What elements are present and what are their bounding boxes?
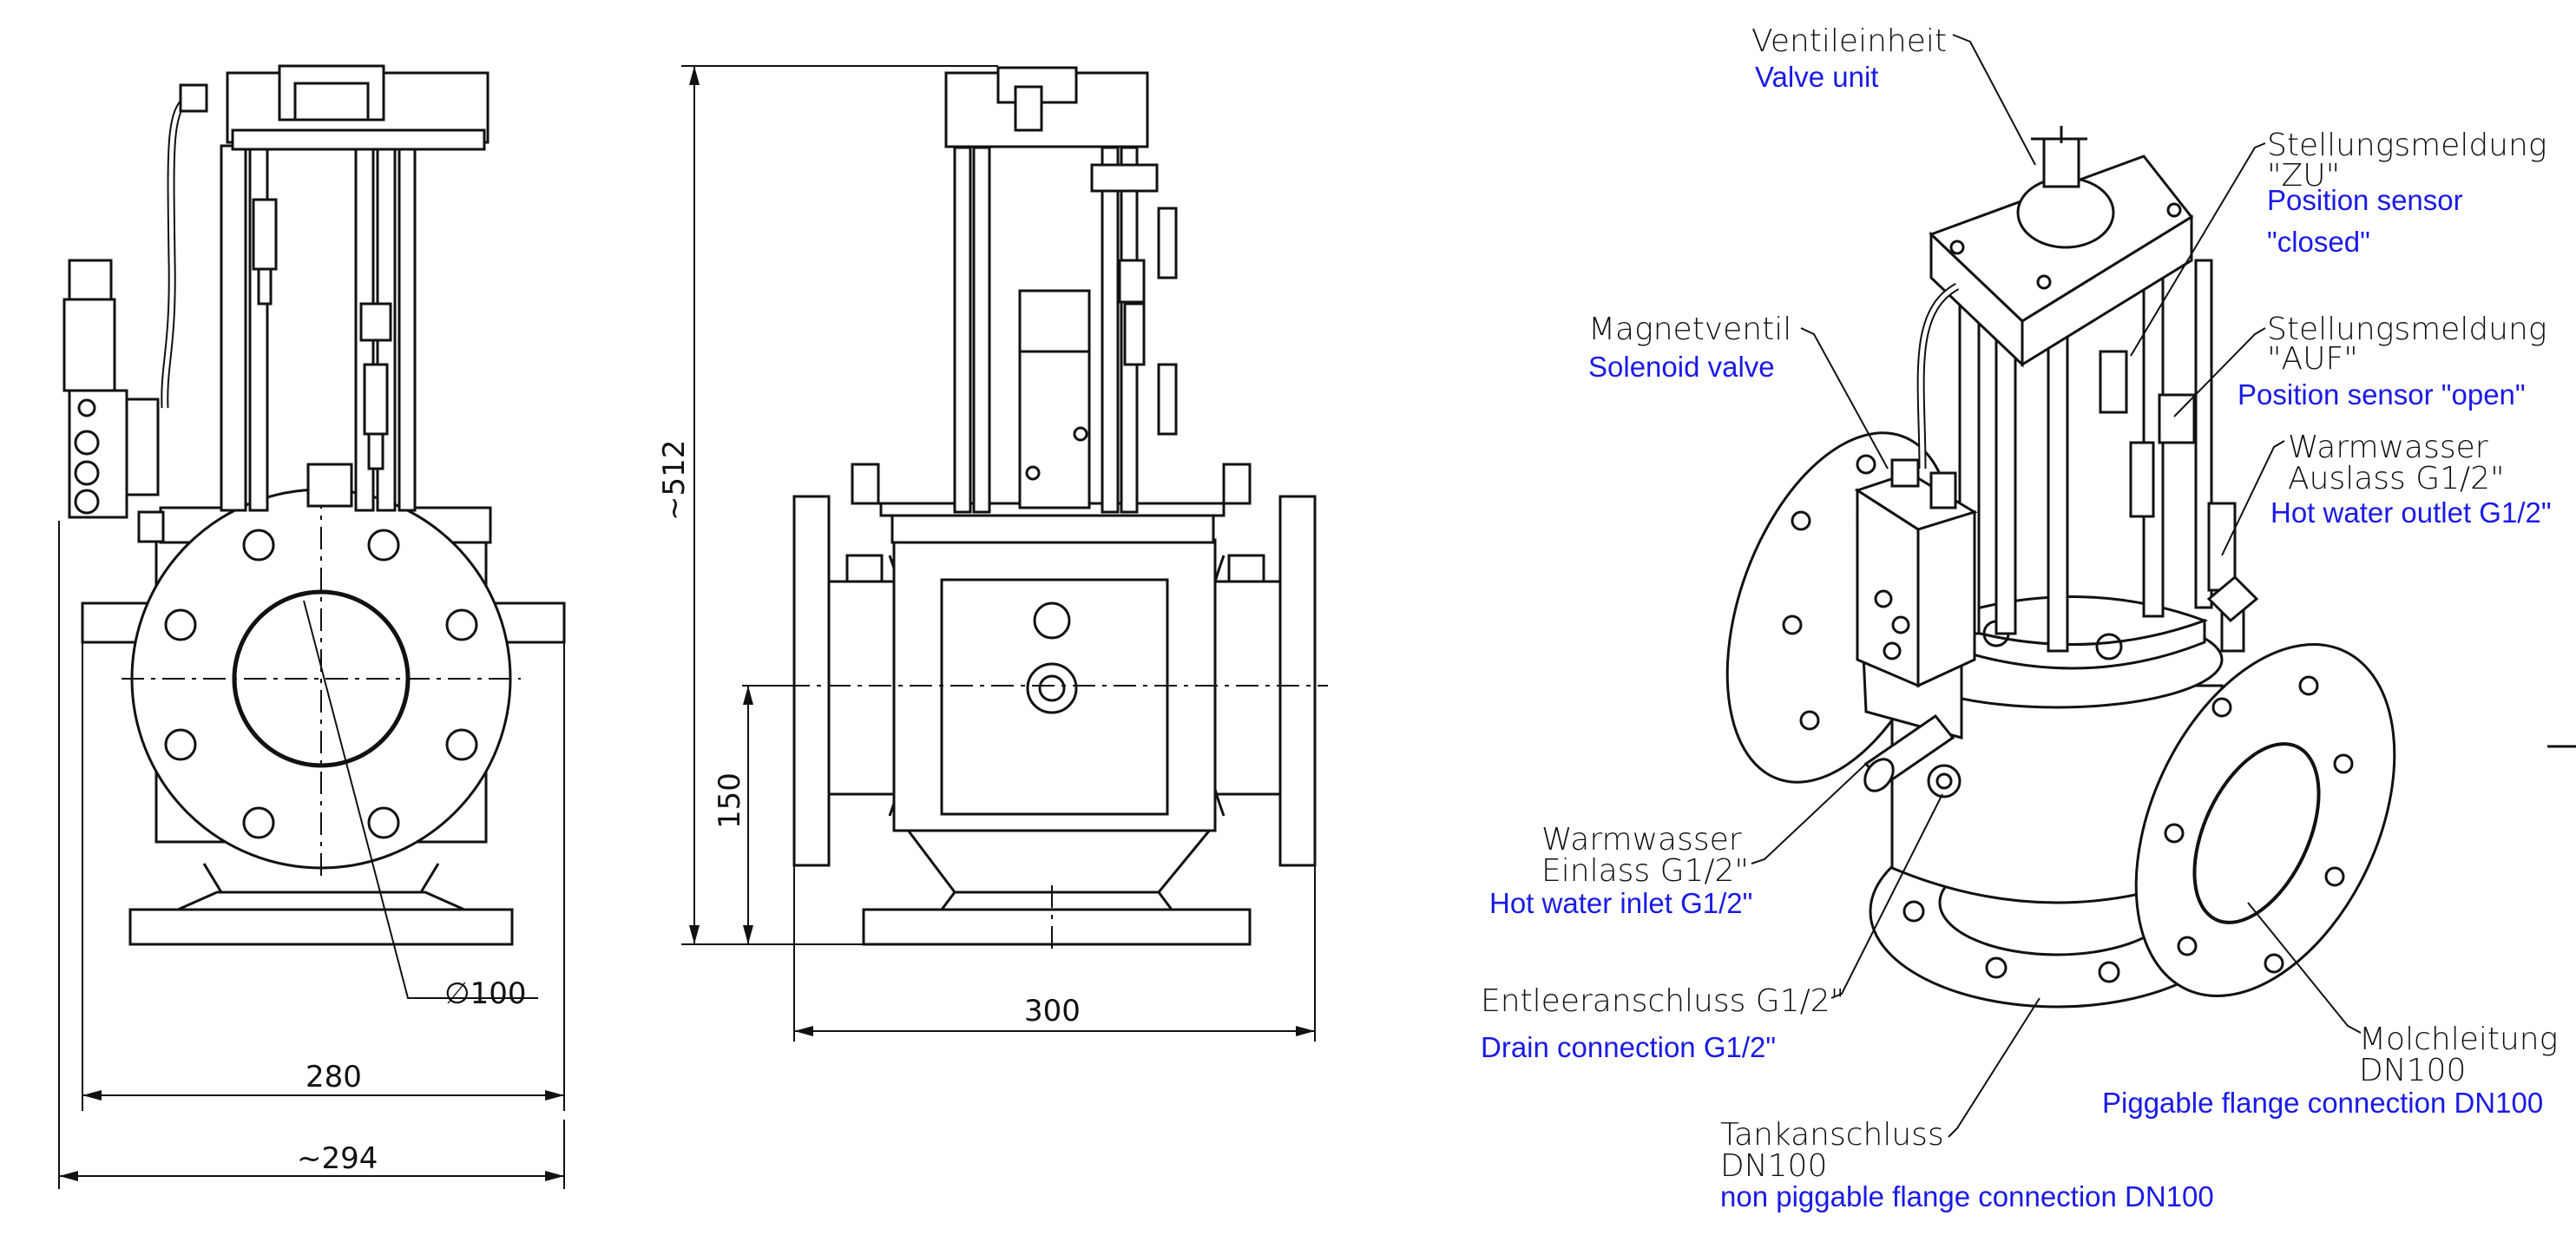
- callout-position-open-de-1: Stellungsmeldung: [2267, 312, 2547, 347]
- callout-hot-water-inlet-de-1: Warmwasser: [1541, 822, 1742, 858]
- callout-tank-de-1: Tankanschluss: [1720, 1117, 1944, 1153]
- callout-tank-en: non piggable flange connection DN100: [1720, 1180, 2214, 1212]
- callout-position-closed-de-2: "ZU": [2267, 158, 2341, 194]
- callout-solenoid-en: Solenoid valve: [1588, 351, 1775, 383]
- callout-solenoid-de: Magnetventil: [1588, 312, 1792, 347]
- callout-drain-de: Entleeranschluss G1/2": [1481, 983, 1845, 1019]
- isometric-view: [1725, 34, 2576, 1138]
- dimension-flange-width: 280: [306, 1060, 362, 1094]
- callout-pig-line-en: Piggable flange connection DN100: [2102, 1087, 2544, 1119]
- callout-hot-water-inlet-en: Hot water inlet G1/2": [1489, 887, 1753, 919]
- callout-pig-line-de-2: DN100: [2359, 1053, 2467, 1088]
- callout-position-closed-en-2: "closed": [2267, 226, 2370, 258]
- dimension-face-to-face: 300: [1024, 994, 1081, 1028]
- callout-position-open-de-2: "AUF": [2267, 341, 2358, 377]
- callout-drain-en: Drain connection G1/2": [1481, 1031, 1777, 1063]
- callout-hot-water-outlet-de-1: Warmwasser: [2288, 430, 2488, 465]
- callout-position-closed-de-1: Stellungsmeldung: [2267, 128, 2547, 163]
- dimension-diameter: ∅100: [444, 976, 527, 1011]
- callout-tank-de-2: DN100: [1720, 1148, 1828, 1184]
- callout-hot-water-inlet-de-2: Einlass G1/2": [1541, 853, 1749, 889]
- callout-hot-water-outlet-de-2: Auslass G1/2": [2288, 461, 2505, 496]
- callout-hot-water-outlet-en: Hot water outlet G1/2": [2270, 496, 2552, 529]
- side-view-left: [58, 64, 566, 1189]
- callout-valve-unit-de: Ventileinheit: [1751, 23, 1947, 59]
- side-view-middle: ~512 150: [657, 65, 1328, 1042]
- dimension-overall-width: ~294: [297, 1141, 378, 1176]
- callout-pig-line-de-1: Molchleitung: [2359, 1022, 2559, 1057]
- callout-position-closed-en-1: Position sensor: [2267, 184, 2463, 216]
- dimension-overall-height: ~512: [657, 440, 692, 521]
- dimension-pipe-height: 150: [713, 772, 747, 829]
- callout-position-open-en: Position sensor "open": [2238, 378, 2526, 411]
- callout-valve-unit-en: Valve unit: [1755, 61, 1879, 93]
